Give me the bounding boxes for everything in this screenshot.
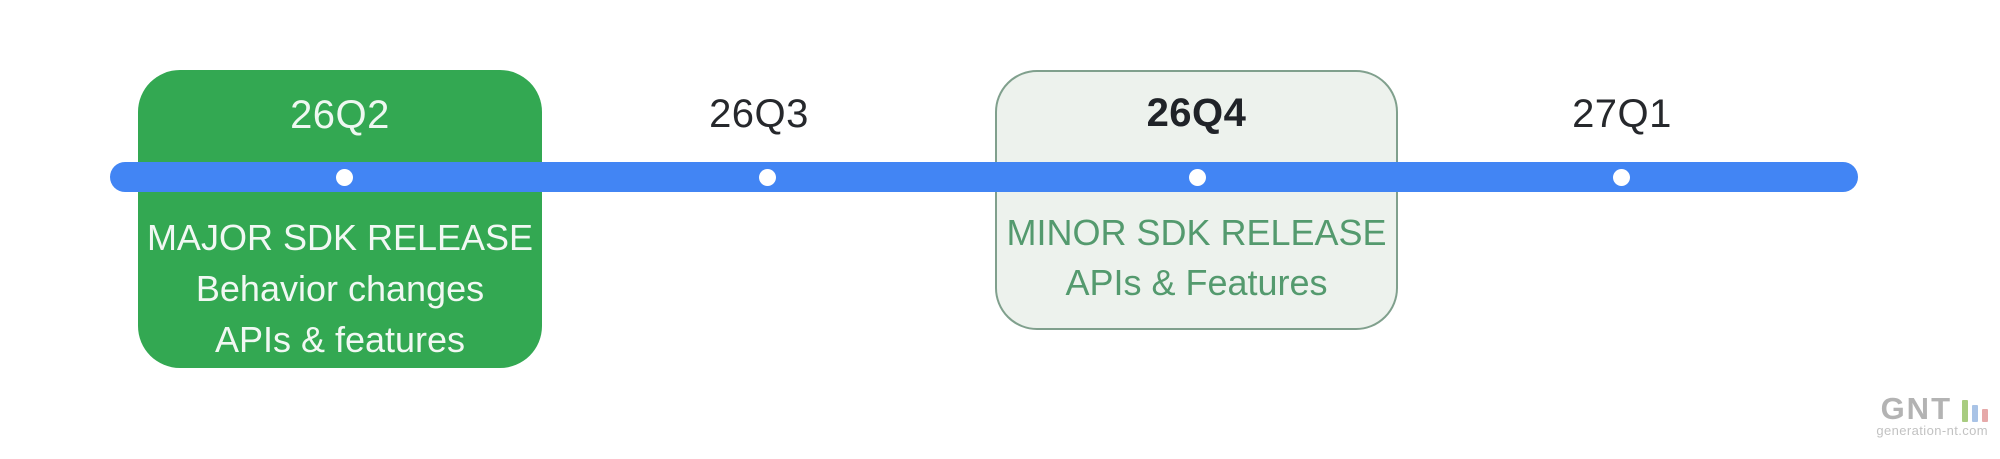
major-card-title: MAJOR SDK RELEASE <box>146 217 534 258</box>
major-card-detail-2: APIs & features <box>214 319 466 360</box>
major-card-quarter-label: 26Q2 <box>290 93 390 137</box>
major-card-body: MAJOR SDK RELEASE Behavior changes APIs … <box>138 212 542 365</box>
gnt-logo: GNT <box>1880 391 1952 426</box>
major-card-detail-1: Behavior changes <box>195 268 485 309</box>
logo-bar-red-icon <box>1982 409 1988 422</box>
timeline-dot-26q3 <box>759 169 776 186</box>
minor-release-card: 26Q4 MINOR SDK RELEASE APIs & Features <box>995 70 1398 330</box>
watermark: GNT generation-nt.com <box>1876 391 1988 438</box>
logo-bar-blue-icon <box>1972 405 1978 422</box>
minor-card-detail-1: APIs & Features <box>1065 262 1328 303</box>
timeline-dot-26q2 <box>336 169 353 186</box>
minor-card-title: MINOR SDK RELEASE <box>1006 212 1387 253</box>
gnt-logo-bars-icon <box>1958 400 1988 422</box>
quarter-label-26q3: 26Q3 <box>709 92 809 136</box>
timeline-dot-27q1 <box>1613 169 1630 186</box>
minor-card-quarter-label: 26Q4 <box>1146 91 1247 135</box>
minor-card-body: MINOR SDK RELEASE APIs & Features <box>997 208 1396 308</box>
timeline-dot-26q4 <box>1189 169 1206 186</box>
logo-bar-green-icon <box>1962 400 1968 422</box>
major-release-card: 26Q2 MAJOR SDK RELEASE Behavior changes … <box>138 70 542 368</box>
timeline-bar <box>110 162 1858 192</box>
watermark-logo-row: GNT <box>1876 391 1988 426</box>
watermark-site-url: generation-nt.com <box>1876 423 1988 438</box>
quarter-label-27q1: 27Q1 <box>1572 92 1672 136</box>
